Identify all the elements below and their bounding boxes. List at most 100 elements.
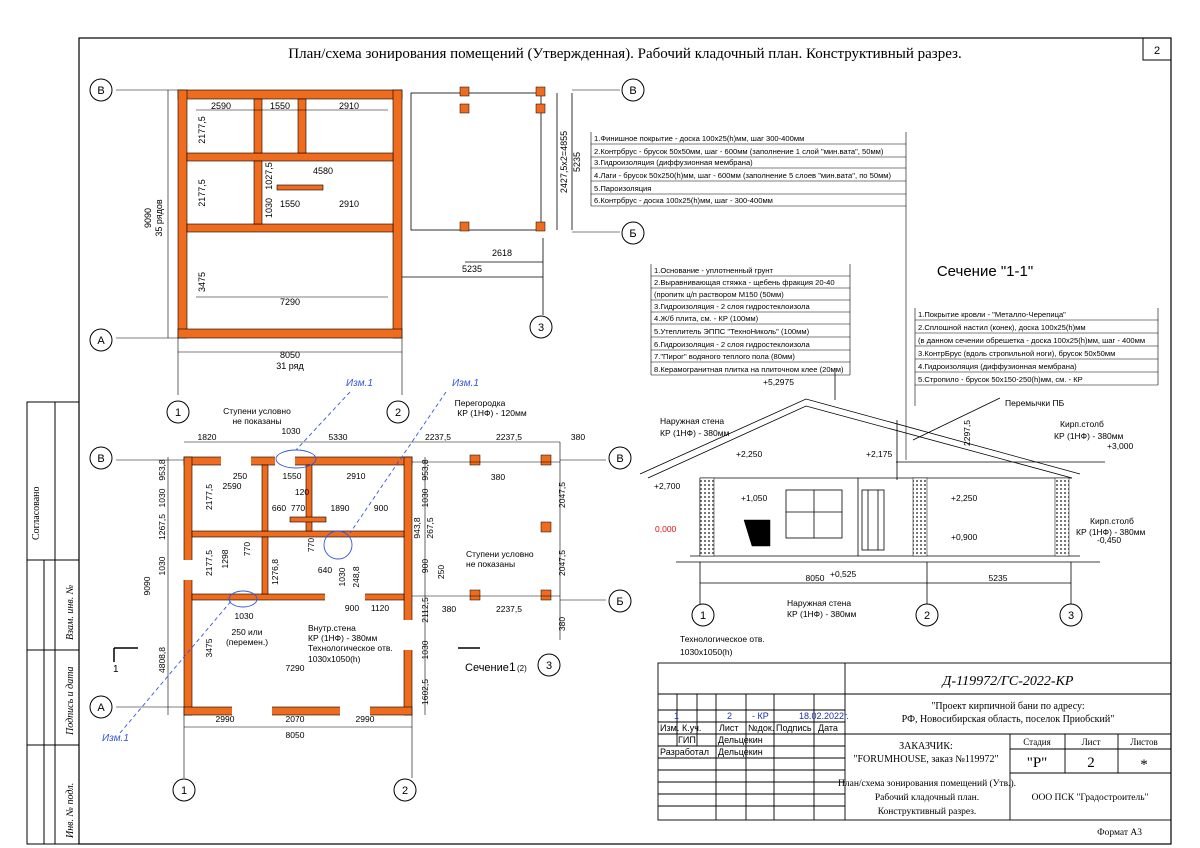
- zp-dim-7290: 7290: [280, 297, 300, 307]
- mp-8050: 8050: [286, 730, 305, 740]
- mp-250: 250: [233, 471, 247, 481]
- mp-640: 640: [318, 565, 332, 575]
- brick-col-b: КР (1НФ) - 380мм: [1054, 431, 1124, 441]
- mp-1030b: 1030: [337, 567, 347, 586]
- zp-dim-1027: 1027,5: [264, 162, 274, 190]
- zp-dim-2910b: 2910: [339, 199, 359, 209]
- axis-bubble-2-section: 2: [915, 603, 939, 627]
- mp-1030: 1030: [157, 488, 167, 507]
- mp-1267: 1267,5: [157, 514, 167, 540]
- mp-inner-b: КР (1НФ) - 380мм: [308, 633, 378, 643]
- roof-layer-2: (в данном сечении обрешетка - доска 100х…: [918, 336, 1145, 345]
- h-sheets: Листов: [1130, 737, 1157, 747]
- mp-2910: 2910: [347, 471, 366, 481]
- outer-wall2-b: КР (1НФ) - 380мм: [787, 609, 857, 619]
- floor-layer-2: (пропитк ц/п раствором М150 (50мм): [654, 290, 784, 299]
- axis-a-label: А: [97, 702, 105, 714]
- h-stage: Стадия: [1023, 737, 1050, 747]
- axis-a-label: А: [97, 335, 105, 347]
- format-label: Формат А3: [1097, 828, 1142, 838]
- mp-peremen: (перемен.): [226, 637, 268, 647]
- mp-steps-a: Ступени условно: [223, 406, 291, 416]
- mp-7290: 7290: [286, 663, 305, 673]
- axis-v-label: В: [97, 453, 104, 465]
- floor-layers-note: [650, 264, 851, 376]
- mp-top-4: 2237,5: [496, 432, 522, 442]
- axis-bubble-1-section: 1: [691, 603, 715, 627]
- mp-900c: 900: [345, 603, 359, 613]
- lintels-label: Перемычки ПБ: [1005, 398, 1065, 408]
- axis-bubble-2-mid: 2: [386, 400, 410, 424]
- elev-5297: +5,2975: [763, 377, 794, 387]
- mp-1030e: 1030: [420, 640, 430, 659]
- floor-layer-5: 5.Утеплитель ЭППС "ТехноНиколь" (100мм): [654, 327, 810, 336]
- section-mark-num: 1: [509, 660, 516, 674]
- axis-bubble-v-top-left: В: [89, 78, 113, 102]
- mp-inner-a: Внутр.стена: [308, 623, 356, 633]
- section-elevation-marks: +5,2975 +2,250 +2,175 +3,000 +2,700 +1,0…: [654, 377, 1146, 619]
- terrace-layer-1: 2.Контрбрус - брусок 50х50мм, шаг - 600м…: [594, 147, 884, 156]
- roof-layers-note: [914, 308, 1159, 406]
- axis-3-label: 3: [1068, 610, 1074, 622]
- terrace-layers-note: [590, 132, 907, 460]
- axis-b-label: Б: [616, 596, 623, 608]
- mp-2112: 2112,5: [420, 597, 430, 623]
- rev-count: 1: [674, 711, 679, 721]
- desc-a: План/схема зонирования помещений (Утв.).: [838, 778, 1016, 789]
- brick-col-a: Кирп.столб: [1060, 419, 1104, 429]
- project-a: "Проект кирпичной бани по адресу:: [931, 701, 1084, 712]
- section-mark-sheet: (2): [517, 664, 527, 673]
- page-title: План/схема зонирования помещений (Утверж…: [288, 46, 961, 62]
- project-b: РФ, Новосибирская область, поселок Приоб…: [902, 714, 1115, 725]
- stage-value: "Р": [1027, 755, 1048, 771]
- zp-dim-mid: 4580: [313, 166, 333, 176]
- floor-layer-3: 3.Гидроизоляция - 2 слоя гидростеклоизол…: [654, 302, 810, 311]
- mp-380b: 380: [442, 604, 456, 614]
- cut-label: 1: [113, 664, 119, 675]
- floor-layer-6: 6.Гидроизоляция - 2 слоя гидростеклоизол…: [654, 340, 810, 349]
- roof-layer-3: 3.КонтрБрус (вдоль стропильной ноги), бр…: [918, 349, 1115, 358]
- h-izm: Изм.: [660, 723, 679, 733]
- mp-inner-d: 1030х1050(h): [308, 654, 361, 664]
- axis-3-label: 3: [538, 322, 544, 334]
- axis-bubble-a-bot-left: А: [89, 695, 113, 719]
- masonry-plan-walls: [183, 456, 413, 716]
- mp-943: 943,8: [412, 517, 422, 539]
- axis-lines-top: [116, 89, 620, 339]
- axis-bubble-3-section: 3: [1059, 603, 1083, 627]
- terrace-frame: [402, 92, 573, 315]
- zp-dim-1030: 1030: [264, 198, 274, 218]
- masonry-plan-openings: [183, 456, 413, 716]
- axis-bubble-v-bot-left: В: [89, 446, 113, 470]
- h-sheet: Лист: [1082, 737, 1101, 747]
- masonry-dims: 1820 1030 5330 2237,5 2237,5 380 Ступени…: [142, 398, 585, 740]
- masonry-dimlines: [116, 441, 606, 778]
- org-name: ООО ПСК "Градостроитель": [1032, 793, 1149, 803]
- mp-248: 248,8: [351, 566, 361, 588]
- axis-1-label: 1: [700, 610, 706, 622]
- mp-top-1: 1030: [282, 426, 301, 436]
- mp-bot-0: 2990: [216, 714, 235, 724]
- mp-steps2-a: Ступени условно: [466, 549, 534, 559]
- mp-770c: 770: [306, 538, 316, 552]
- mp-953: 953,8: [157, 459, 167, 481]
- stamp-headers: Изм. К.уч. Лист №док. Подпись Дата ГИП Д…: [660, 723, 838, 757]
- side-inv-label: Инв. № подл.: [65, 783, 76, 839]
- mp-1602: 1602,5: [420, 679, 430, 705]
- mp-267: 267,5: [425, 517, 435, 539]
- mp-2237: 2237,5: [496, 604, 522, 614]
- axis-bubble-3-top: 3: [529, 315, 553, 339]
- mp-steps2-b: не показаны: [466, 559, 515, 569]
- roof-layer-0: 1.Покрытие кровли - "Металло-Черепица": [918, 310, 1066, 319]
- mp-120: 120: [295, 487, 309, 497]
- mp-bot-1: 2070: [286, 714, 305, 724]
- axis-3-label: 3: [546, 660, 552, 672]
- elev-0450: -0,450: [1097, 535, 1121, 545]
- tech-note-b: 1030х1050(h): [680, 647, 733, 657]
- axis-bubble-a-top-left: А: [89, 328, 113, 352]
- terrace-dim-5235: 5235: [462, 264, 482, 274]
- mp-top-3: 2237,5: [425, 432, 451, 442]
- mp-1276: 1276,8: [270, 559, 280, 585]
- terrace-posts: [459, 86, 546, 232]
- mp-380c: 380: [557, 617, 567, 631]
